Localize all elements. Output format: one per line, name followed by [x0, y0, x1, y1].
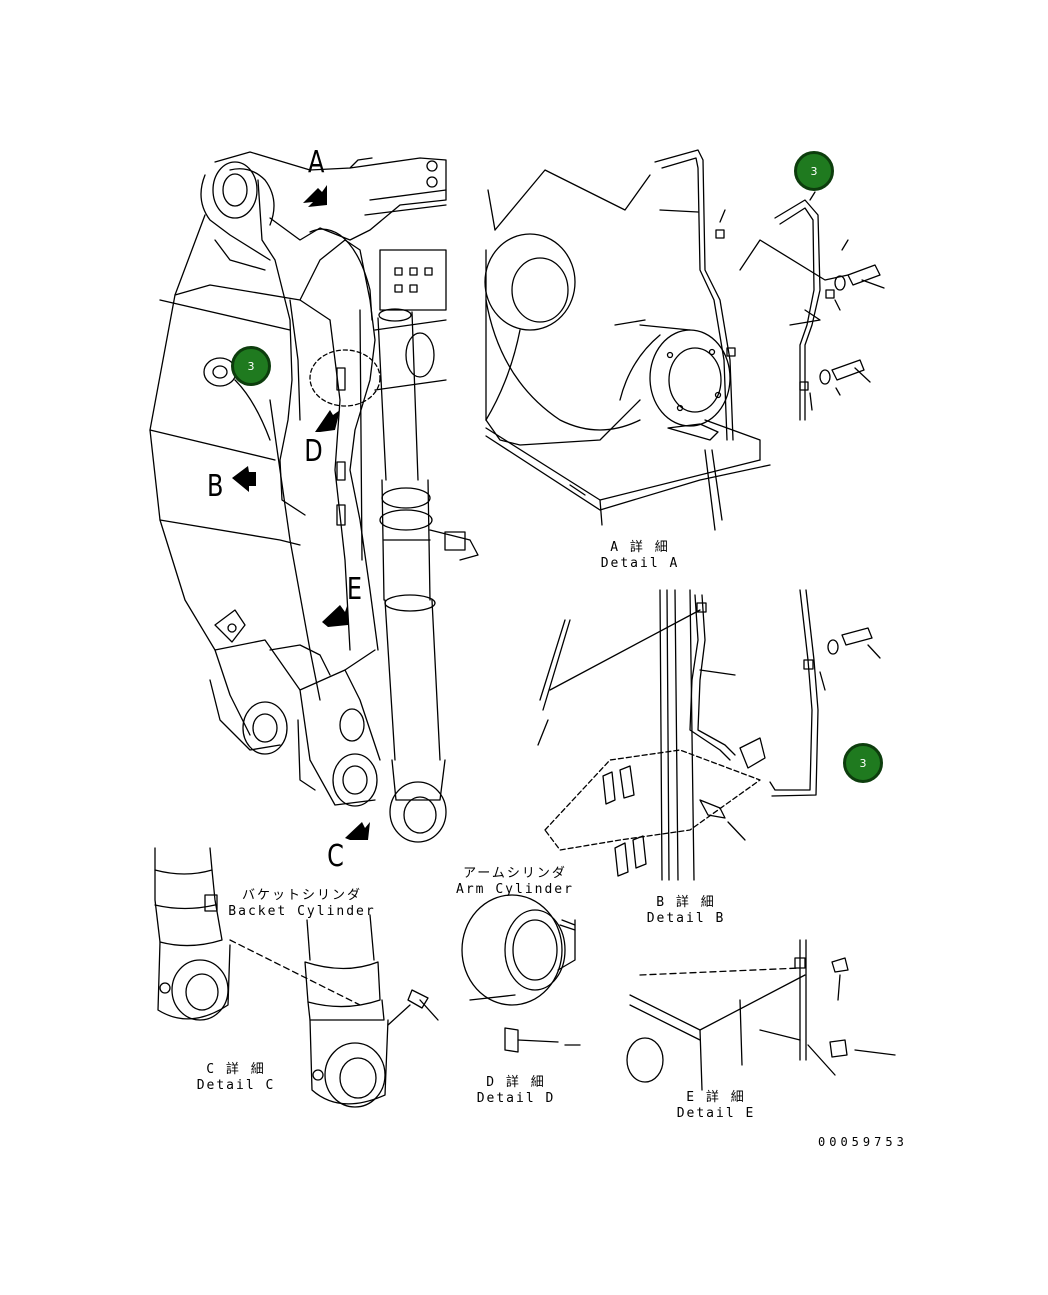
detail-c-en: Detail C — [196, 1078, 276, 1093]
bucket-cylinder-jp: バケットシリンダ — [241, 888, 362, 903]
detail-a-caption: A 詳 細 Detail A — [590, 540, 690, 572]
view-letter-a: A — [308, 145, 325, 180]
bucket-cylinder-label: バケットシリンダ Backet Cylinder — [222, 888, 382, 920]
main-arm-assembly — [149, 151, 447, 807]
detail-a-jp: A 詳 細 — [610, 540, 670, 555]
detail-d-en: Detail D — [476, 1091, 556, 1106]
view-letter-e: E — [346, 572, 363, 607]
arm-cylinder-label: アームシリンダ Arm Cylinder — [440, 866, 590, 898]
detail-d-jp: D 詳 細 — [486, 1075, 546, 1090]
arm-cylinder-en: Arm Cylinder — [456, 882, 574, 897]
detail-e-drawing — [626, 939, 896, 1091]
view-letter-b: B — [207, 469, 224, 504]
detail-a-drawing — [484, 149, 885, 531]
detail-b-en: Detail B — [646, 911, 726, 926]
view-letter-d: D — [304, 434, 323, 469]
detail-e-jp: E 詳 細 — [686, 1090, 746, 1105]
callout-3-detail-b[interactable]: 3 — [843, 743, 883, 783]
detail-d-caption: D 詳 細 Detail D — [466, 1075, 566, 1107]
cylinder-main — [377, 308, 479, 843]
detail-e-en: Detail E — [676, 1106, 756, 1121]
detail-c-caption: C 詳 細 Detail C — [186, 1062, 286, 1094]
detail-c-jp: C 詳 細 — [206, 1062, 266, 1077]
callout-3-detail-a[interactable]: 3 — [794, 151, 834, 191]
view-arrows — [232, 185, 370, 840]
detail-e-caption: E 詳 細 Detail E — [666, 1090, 766, 1122]
detail-d-drawing — [461, 894, 581, 1053]
detail-a-en: Detail A — [600, 556, 680, 571]
bucket-cylinder-en: Backet Cylinder — [228, 904, 376, 919]
arm-cylinder-jp: アームシリンダ — [463, 866, 567, 881]
detail-c-drawing — [154, 847, 439, 1108]
detail-b-jp: B 詳 細 — [656, 895, 716, 910]
view-letter-c: C — [327, 839, 344, 874]
detail-b-caption: B 詳 細 Detail B — [636, 895, 736, 927]
detail-b-drawing — [537, 589, 881, 881]
callout-3-main-arm[interactable]: 3 — [231, 346, 271, 386]
drawing-number: 00059753 — [818, 1135, 908, 1149]
